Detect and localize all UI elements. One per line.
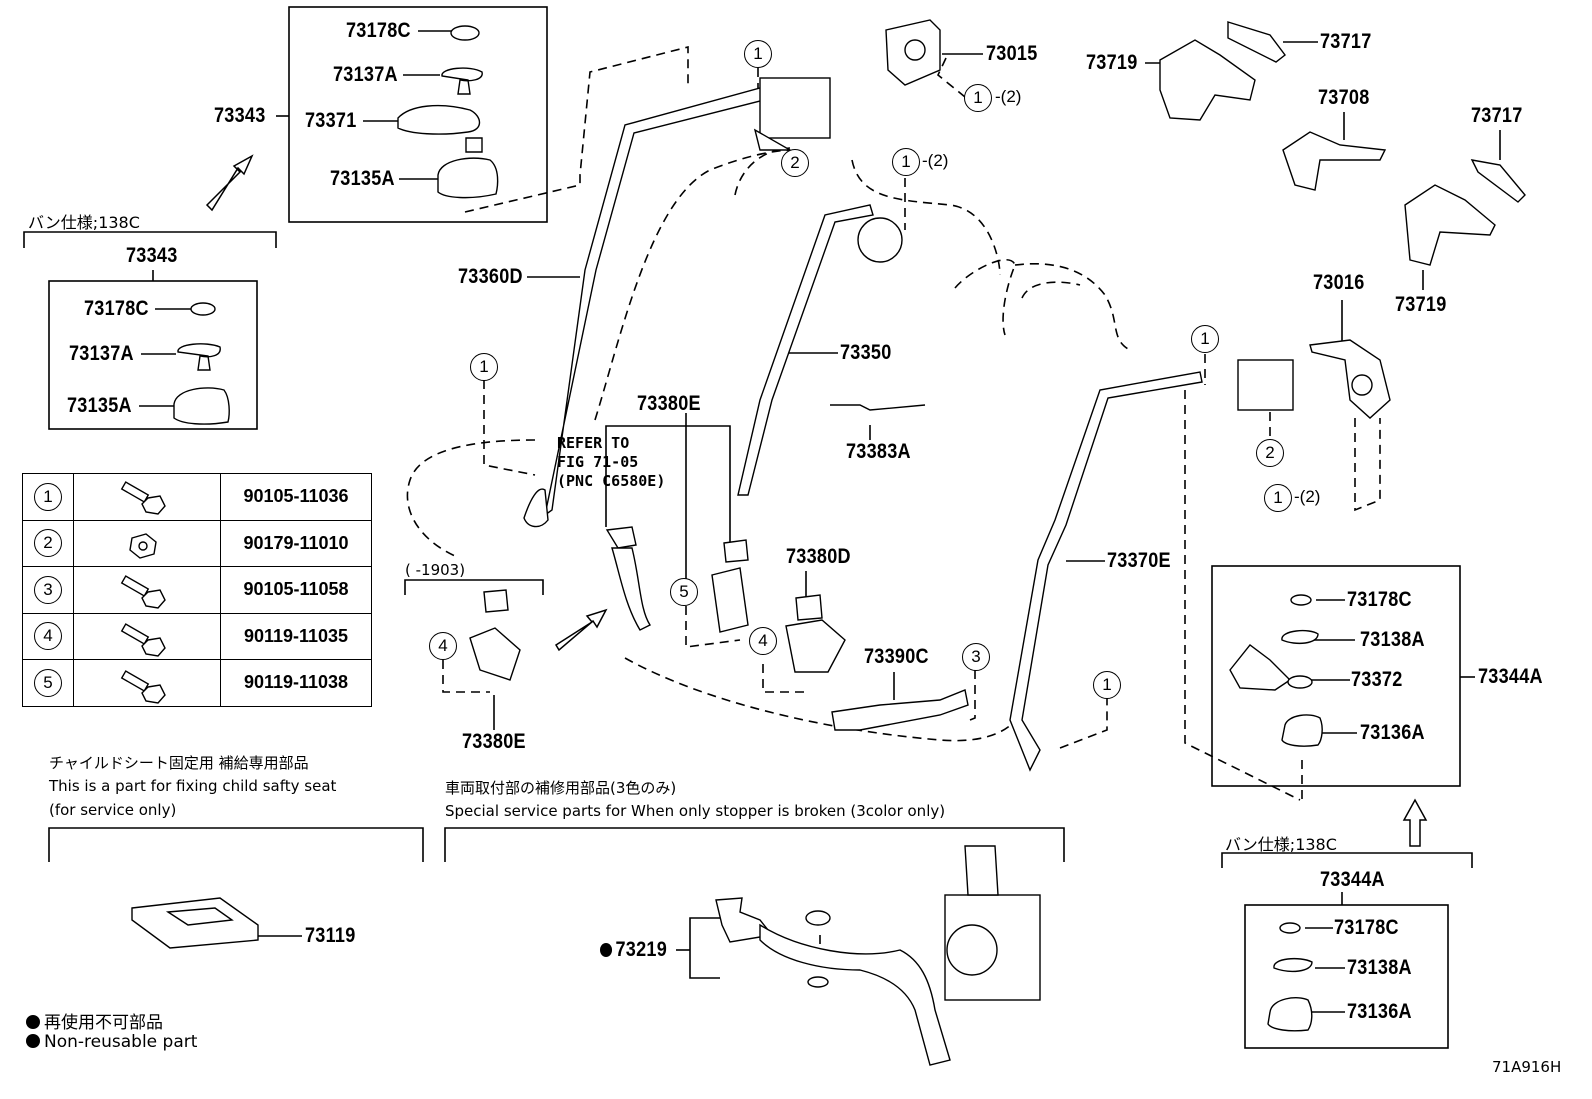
refer-to-note: REFER TO FIG 71-05 (PNC C6580E) [557,434,666,490]
callout-1: 1 [964,84,992,112]
van-bracket-right [1221,852,1473,868]
callout-1: 1 [892,148,920,176]
table-row: 1 90105-11036 [22,473,372,521]
part-label-73380E-bottom[interactable]: 73380E [462,730,526,753]
box-73344A-exploded [1211,565,1461,787]
date-bracket [404,579,544,595]
table-row: 4 90119-11035 [22,612,372,660]
table-row: 5 90119-11038 [22,659,372,707]
callout-4: 4 [749,627,777,655]
bolt-ref-number: 1 [34,482,62,511]
part-label-73343[interactable]: 73343 [214,104,266,127]
part-label-73137A[interactable]: 73137A [333,63,398,86]
callout-2: 2 [781,149,809,177]
part-label-73138A-rvan[interactable]: 73138A [1347,956,1412,979]
part-label-73717-b[interactable]: 73717 [1471,104,1523,127]
non-reusable-legend-en: Non-reusable part [26,1032,197,1052]
part-label-73380E[interactable]: 73380E [637,392,701,415]
part-label-73344A-van[interactable]: 73344A [1320,868,1385,891]
child-seat-note-en: This is a part for fixing child safty se… [49,777,337,795]
callout-4: 4 [429,632,457,660]
table-row: 3 90105-11058 [22,566,372,614]
callout-sub-2: -(2) [1294,487,1321,506]
bolt-icon [73,659,221,707]
part-label-73119[interactable]: 73119 [305,924,356,947]
callout-1: 1 [1191,325,1219,353]
callout-3: 3 [962,643,990,671]
service-only-note: (for service only) [49,801,177,819]
bolt-icon [73,566,221,614]
part-label-73383A[interactable]: 73383A [846,440,911,463]
bolt-part-number[interactable]: 90105-11036 [220,473,372,521]
part-label-73344A[interactable]: 73344A [1478,665,1543,688]
part-label-73178C-van[interactable]: 73178C [84,297,149,320]
part-label-73360D[interactable]: 73360D [458,265,523,288]
part-label-73343-van[interactable]: 73343 [126,244,178,267]
bolt-part-number[interactable]: 90119-11035 [220,612,372,660]
part-label-73370E[interactable]: 73370E [1107,549,1171,572]
part-label-73719-b[interactable]: 73719 [1395,293,1447,316]
part-label-73178C-right[interactable]: 73178C [1347,588,1412,611]
part-label-73015[interactable]: 73015 [986,42,1038,65]
callout-1: 1 [470,353,498,381]
stopper-note-en: Special service parts for When only stop… [445,802,946,820]
bolt-part-number[interactable]: 90105-11058 [220,566,372,614]
part-label-73219[interactable]: 73219 [600,938,667,962]
van-spec-note-right: バン仕様;138C [1225,835,1337,854]
cap-73178C [450,25,480,41]
part-label-73178C[interactable]: 73178C [346,19,411,42]
part-label-73371[interactable]: 73371 [305,109,357,132]
part-label-73350[interactable]: 73350 [840,341,892,364]
non-reusable-legend-jp: 再使用不可部品 [26,1008,163,1033]
legend-dot-icon [26,1015,40,1029]
van-bracket-left [23,231,277,248]
callout-sub-2: -(2) [922,151,949,170]
callout-1: 1 [744,40,772,68]
part-label-73372[interactable]: 73372 [1351,668,1403,691]
part-label-73136A-rvan[interactable]: 73136A [1347,1000,1412,1023]
bolt-icon [73,612,221,660]
part-label-73380D[interactable]: 73380D [786,545,851,568]
figure-code: 71A916H [1492,1058,1562,1076]
nut-icon [73,519,221,567]
bolt-icon [73,473,221,521]
part-label-73719[interactable]: 73719 [1086,51,1138,74]
van-spec-note: バン仕様;138C [28,213,140,232]
part-label-73138A-right[interactable]: 73138A [1360,628,1425,651]
bolt-part-number[interactable]: 90119-11038 [220,659,372,707]
part-label-73137A-van[interactable]: 73137A [69,342,134,365]
part-label-73708[interactable]: 73708 [1318,86,1370,109]
callout-sub-2: -(2) [995,87,1022,106]
box-73343-exploded [288,6,548,223]
callout-5: 5 [670,578,698,606]
non-reusable-dot-icon [600,943,613,957]
date-range-note: ( -1903) [405,561,466,579]
table-row: 2 90179-11010 [22,519,372,567]
bolt-ref-number: 2 [34,529,62,558]
stopper-bracket [444,827,1065,862]
part-label-73717[interactable]: 73717 [1320,30,1372,53]
bolt-ref-number: 4 [34,622,62,651]
legend-dot-icon [26,1034,40,1048]
part-label-73135A[interactable]: 73135A [330,167,395,190]
part-label-73016[interactable]: 73016 [1313,271,1365,294]
child-seat-bracket [48,827,424,862]
part-label-73135A-van[interactable]: 73135A [67,394,132,417]
child-seat-note-jp: チャイルドシート固定用 補給専用部品 [49,754,309,772]
box-73344A-van [1244,904,1449,1049]
part-label-73178C-rvan[interactable]: 73178C [1334,916,1399,939]
callout-2: 2 [1256,439,1284,467]
part-label-73136A-right[interactable]: 73136A [1360,721,1425,744]
bolt-ref-number: 3 [34,575,62,604]
callout-1: 1 [1264,484,1292,512]
stopper-note-jp: 車両取付部の補修用部品(3色のみ) [445,779,677,797]
bolt-part-number[interactable]: 90179-11010 [220,519,372,567]
callout-1: 1 [1093,671,1121,699]
bolt-reference-table: 1 90105-11036 2 90179-11010 3 90105-11058 4 901… [22,473,372,707]
bolt-ref-number: 5 [34,668,62,697]
part-label-73390C[interactable]: 73390C [864,645,929,668]
